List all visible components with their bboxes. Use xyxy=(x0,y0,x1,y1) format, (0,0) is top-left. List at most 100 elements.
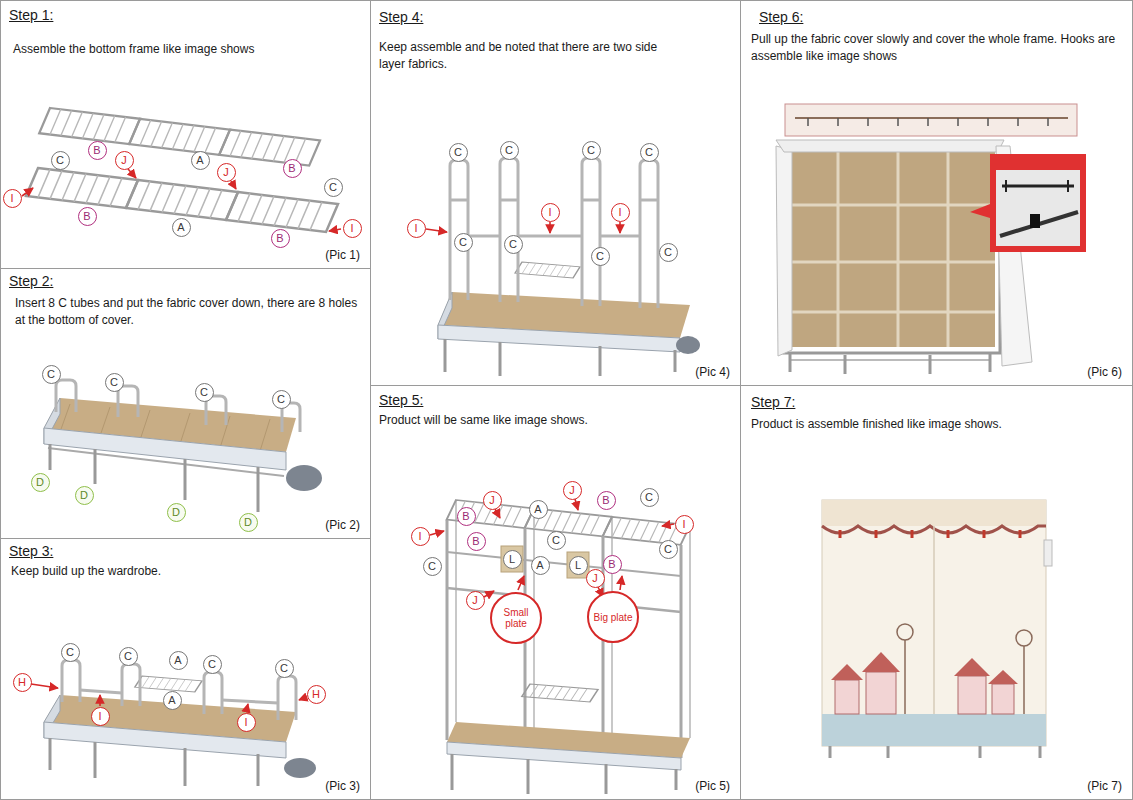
callout-text: I xyxy=(10,193,13,204)
callout-text: C xyxy=(66,647,74,658)
part-letter-callout: C xyxy=(659,243,678,262)
step-heading: Step 7: xyxy=(751,394,795,410)
part-letter-callout: I xyxy=(541,203,560,222)
callout-text: Big plate xyxy=(591,612,635,623)
callout-text: C xyxy=(664,247,672,258)
part-letter-callout: C xyxy=(324,178,343,197)
callout-text: B xyxy=(608,559,615,570)
part-letter-callout: C xyxy=(275,659,294,678)
callout-text: Small plate xyxy=(494,607,538,629)
callout-text: D xyxy=(172,507,180,518)
callout-text: C xyxy=(459,237,467,248)
callout-text: D xyxy=(36,477,44,488)
plate-callout: Small plate xyxy=(490,592,542,644)
picture-number: (Pic 5) xyxy=(695,779,730,793)
callout-text: J xyxy=(489,495,495,506)
cover-on-frame xyxy=(776,104,1086,374)
step-heading: Step 6: xyxy=(759,9,803,25)
part-letter-callout: C xyxy=(454,233,473,252)
callout-text: C xyxy=(47,369,55,380)
part-letter-callout: D xyxy=(75,486,94,505)
step-panel: Step 2:Insert 8 C tubes and put the fabr… xyxy=(0,268,371,539)
callout-text: C xyxy=(645,492,653,503)
part-letter-callout: J xyxy=(563,481,582,500)
part-letter-callout: C xyxy=(195,383,214,402)
callout-text: I xyxy=(414,223,417,234)
part-letter-callout: I xyxy=(407,219,426,238)
step-instruction: Keep assemble and be noted that there ar… xyxy=(379,39,679,73)
callout-text: A xyxy=(168,695,175,706)
callout-text: B xyxy=(83,211,90,222)
picture-number: (Pic 7) xyxy=(1087,779,1122,793)
part-letter-callout: C xyxy=(582,141,601,160)
step-instruction: Pull up the fabric cover slowly and cove… xyxy=(751,31,1123,65)
picture-number: (Pic 6) xyxy=(1087,365,1122,379)
picture-number: (Pic 1) xyxy=(325,248,360,262)
callout-text: D xyxy=(244,517,252,528)
part-letter-callout: J xyxy=(466,591,485,610)
part-letter-callout: I xyxy=(3,189,22,208)
callout-text: H xyxy=(312,689,320,700)
part-letter-callout: C xyxy=(51,151,70,170)
part-letter-callout: D xyxy=(239,513,258,532)
part-letter-callout: B xyxy=(88,141,107,160)
callout-text: I xyxy=(98,711,101,722)
callout-text: C xyxy=(454,147,462,158)
callout-text: C xyxy=(200,387,208,398)
part-letter-callout: C xyxy=(119,647,138,666)
callout-text: C xyxy=(124,651,132,662)
callout-text: B xyxy=(462,511,469,522)
part-letter-callout: I xyxy=(411,527,430,546)
callout-text: J xyxy=(592,573,598,584)
step-instruction: Product is assemble finished like image … xyxy=(751,416,1121,433)
part-letter-callout: B xyxy=(603,555,622,574)
callout-text: C xyxy=(428,561,436,572)
callout-text: D xyxy=(80,490,88,501)
step-instruction: Product will be same like image shows. xyxy=(379,412,719,429)
callout-text: C xyxy=(645,147,653,158)
picture-number: (Pic 2) xyxy=(325,518,360,532)
complete-frame xyxy=(430,499,690,794)
step-panel: Step 5:Product will be same like image s… xyxy=(370,385,741,800)
tall-frame-columns xyxy=(426,158,700,376)
callout-text: L xyxy=(575,560,581,571)
part-letter-callout: I xyxy=(675,515,694,534)
callout-text: B xyxy=(288,163,295,174)
frame-with-c-tubes xyxy=(44,380,322,512)
part-letter-callout: J xyxy=(483,491,502,510)
callout-text: C xyxy=(505,145,513,156)
callout-text: C xyxy=(110,377,118,388)
part-letter-callout: C xyxy=(500,141,519,160)
step-instruction: Keep build up the wardrobe. xyxy=(11,563,356,580)
callout-text: I xyxy=(418,531,421,542)
callout-text: I xyxy=(618,207,621,218)
callout-text: C xyxy=(509,239,517,250)
part-letter-callout: C xyxy=(61,643,80,662)
callout-text: C xyxy=(596,251,604,262)
part-letter-callout: D xyxy=(167,503,186,522)
callout-text: C xyxy=(277,394,285,405)
part-letter-callout: C xyxy=(640,488,659,507)
part-letter-callout: A xyxy=(163,691,182,710)
part-letter-callout: A xyxy=(172,218,191,237)
part-letter-callout: I xyxy=(343,219,362,238)
part-letter-callout: J xyxy=(115,151,134,170)
callout-text: C xyxy=(329,182,337,193)
callout-text: A xyxy=(534,504,541,515)
callout-text: C xyxy=(280,663,288,674)
callout-text: J xyxy=(472,595,478,606)
part-letter-callout: C xyxy=(504,235,523,254)
step-panel: Step 1:Assemble the bottom frame like im… xyxy=(0,0,371,269)
callout-text: B xyxy=(276,233,283,244)
part-letter-callout: B xyxy=(78,207,97,226)
part-letter-callout: A xyxy=(529,500,548,519)
picture-number: (Pic 3) xyxy=(325,779,360,793)
callout-text: B xyxy=(602,495,609,506)
step-heading: Step 2: xyxy=(9,273,53,289)
callout-text: A xyxy=(536,560,543,571)
part-letter-callout: C xyxy=(203,655,222,674)
part-letter-callout: J xyxy=(586,569,605,588)
step-panel: Step 3:Keep build up the wardrobe.(Pic 3… xyxy=(0,538,371,800)
step-heading: Step 1: xyxy=(9,7,53,23)
